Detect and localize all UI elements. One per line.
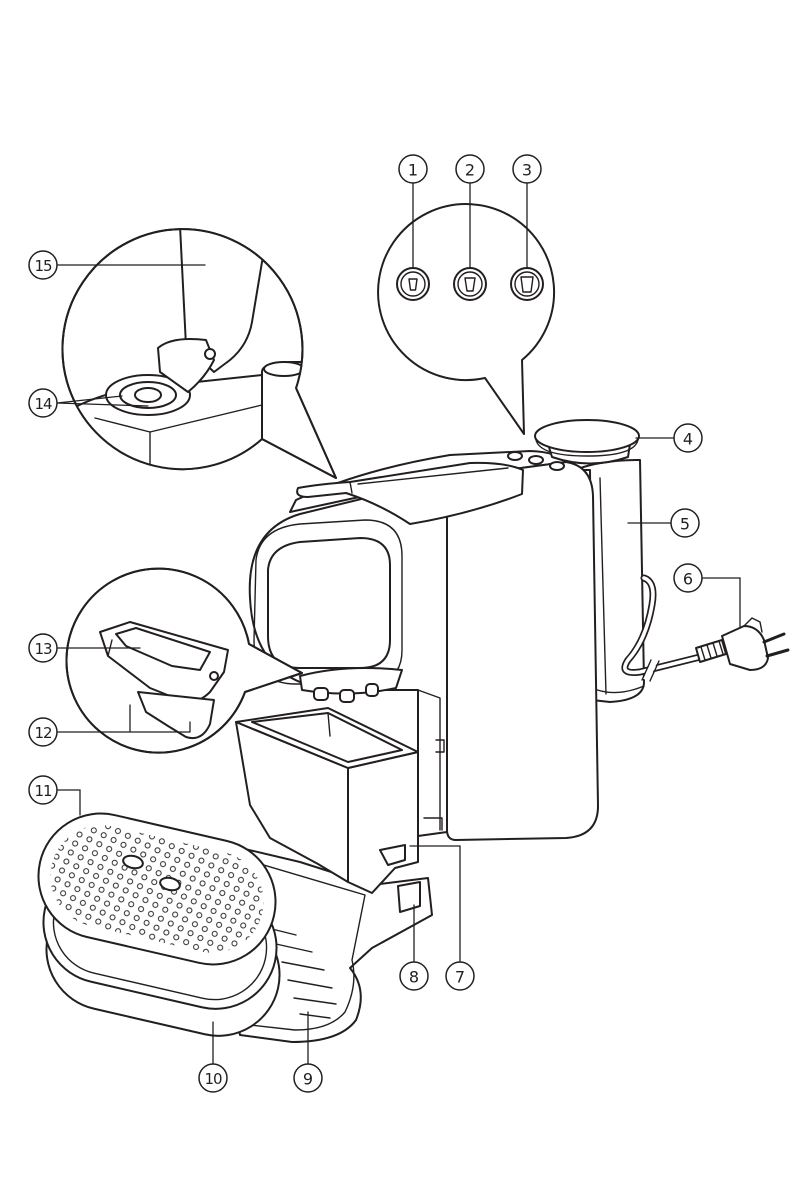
callout-12: 12 xyxy=(29,718,57,746)
callout-14: 14 xyxy=(29,389,57,417)
leader-line-6 xyxy=(702,578,740,628)
top-button-large xyxy=(550,462,564,470)
callout-1-label: 1 xyxy=(408,161,418,180)
plug-body xyxy=(722,626,768,670)
callout-3: 3 xyxy=(513,155,541,183)
button-large-cup-ring xyxy=(511,268,543,300)
power-plug xyxy=(696,618,788,670)
callout-5-label: 5 xyxy=(680,515,690,534)
button-medium-cup-ring xyxy=(454,268,486,300)
callout-10: 10 xyxy=(199,1064,227,1092)
zoom-brewing-chamber xyxy=(60,226,336,480)
zoom-control-buttons xyxy=(378,204,554,434)
brewing-hinge xyxy=(205,349,215,359)
callout-11: 11 xyxy=(29,776,57,804)
callout-15-label: 15 xyxy=(34,257,52,275)
callout-11-label: 11 xyxy=(34,782,52,800)
cord-break-gap xyxy=(646,660,655,680)
callout-13: 13 xyxy=(29,634,57,662)
callout-4: 4 xyxy=(674,424,702,452)
callout-7-label: 7 xyxy=(455,968,465,987)
dispenser-nozzle-middle xyxy=(340,690,354,702)
callout-12-label: 12 xyxy=(34,724,52,742)
callout-3-label: 3 xyxy=(522,161,532,180)
callout-2: 2 xyxy=(456,155,484,183)
water-tank-lid-disc xyxy=(535,420,639,452)
callout-9: 9 xyxy=(294,1064,322,1092)
button-medium-cup xyxy=(454,268,486,300)
machine-right-face xyxy=(447,462,598,840)
callout-7: 7 xyxy=(446,962,474,990)
callout-5: 5 xyxy=(671,509,699,537)
callout-9-label: 9 xyxy=(303,1070,313,1089)
dispenser-nozzle-right xyxy=(366,684,378,696)
callout-2-label: 2 xyxy=(465,161,475,180)
leader-line-11 xyxy=(57,790,80,815)
capsule-holder-seat-inner xyxy=(135,388,161,402)
callout-4-label: 4 xyxy=(683,430,693,449)
button-small-cup-ring xyxy=(397,268,429,300)
capsule-holder-pin xyxy=(210,672,218,680)
callout-1: 1 xyxy=(399,155,427,183)
dispenser-nozzle-left xyxy=(314,688,328,700)
callout-13-label: 13 xyxy=(34,640,52,658)
callout-8-label: 8 xyxy=(409,968,419,987)
button-large-cup xyxy=(511,268,543,300)
top-button-medium xyxy=(529,456,543,464)
front-panel-window xyxy=(268,538,390,668)
callout-6-label: 6 xyxy=(683,570,693,589)
zoom-bubble-buttons xyxy=(378,204,554,434)
capsule-container-front-face xyxy=(348,752,418,893)
top-button-small xyxy=(508,452,522,460)
callout-8: 8 xyxy=(400,962,428,990)
callout-15: 15 xyxy=(29,251,57,279)
drip-tray-slot xyxy=(398,882,420,912)
callout-14-label: 14 xyxy=(34,395,52,413)
callout-10-label: 10 xyxy=(204,1070,222,1088)
button-small-cup xyxy=(397,268,429,300)
callout-6: 6 xyxy=(674,564,702,592)
zoom-water-tank-top xyxy=(264,362,304,376)
